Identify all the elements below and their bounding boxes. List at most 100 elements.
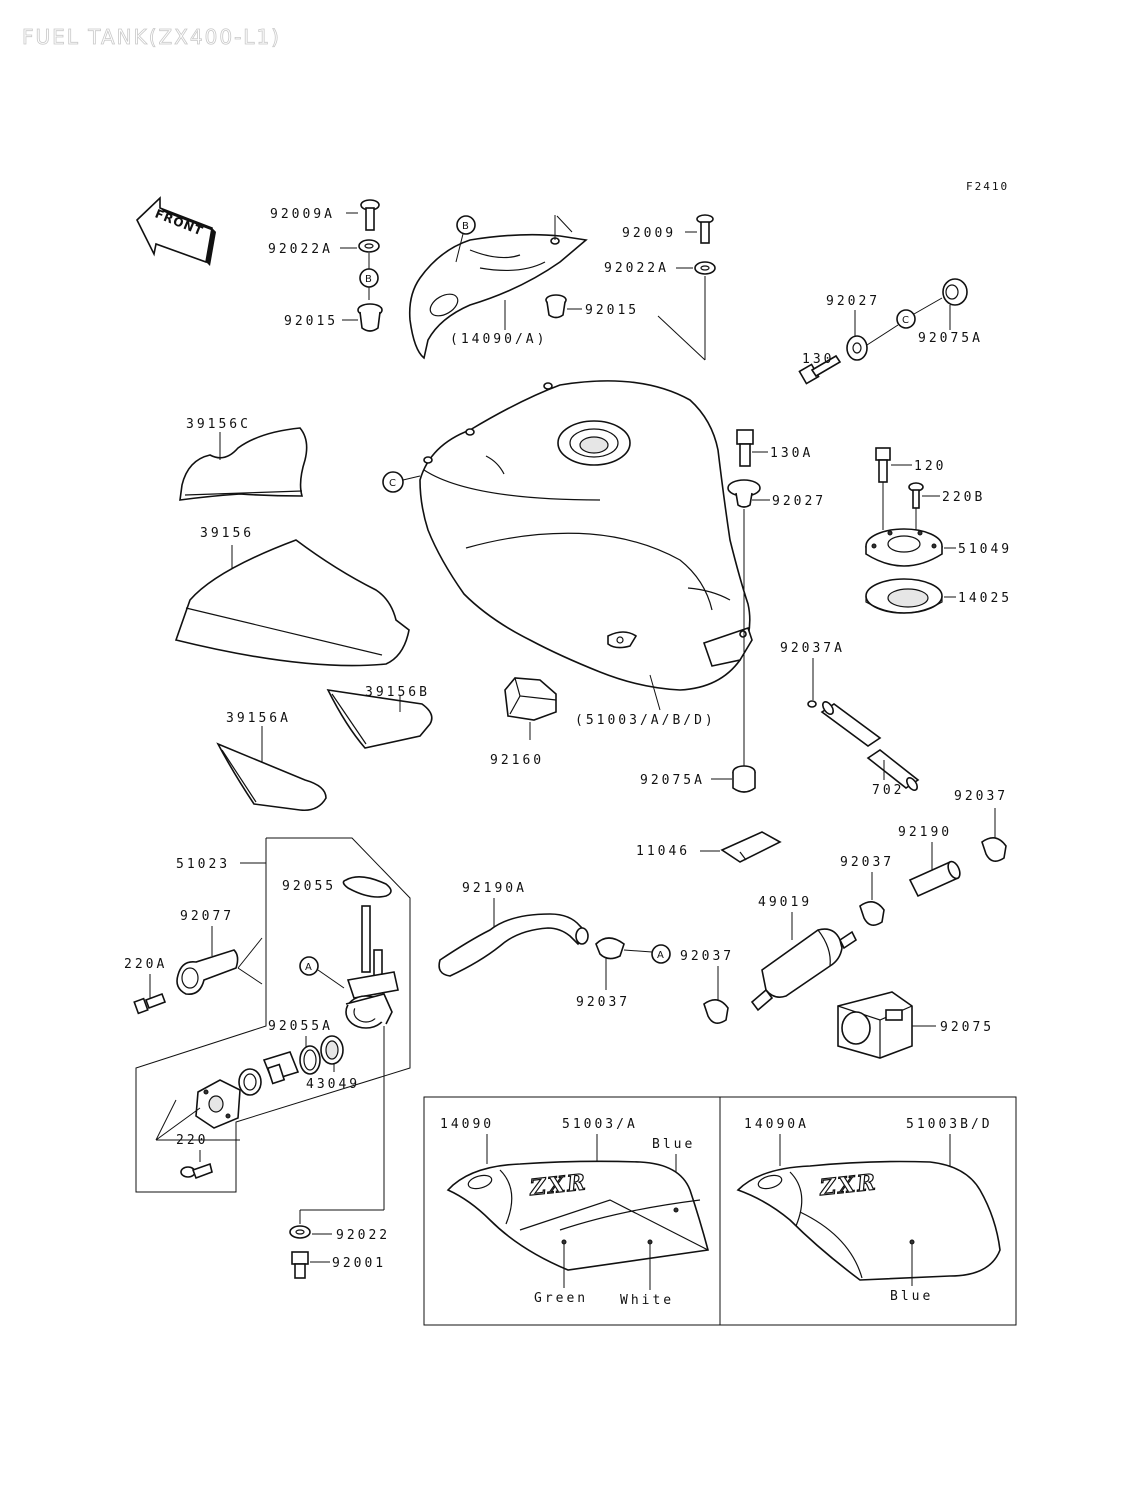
washer-92022 [289, 1225, 311, 1239]
label-92037-mid: 92037 [840, 855, 894, 870]
washer-92022A-left [358, 239, 380, 253]
label-92075A-mid: 92075A [640, 773, 705, 788]
front-arrow-icon: FRONT [136, 196, 216, 266]
ref-circle-b-top [456, 215, 476, 235]
ref-circle-c-top [896, 309, 916, 329]
label-39156C: 39156C [186, 417, 251, 432]
label-14090A-paren: (14090/A) [450, 332, 547, 347]
variant-1-part-a: 14090 [440, 1117, 494, 1132]
label-92037A: 92037A [780, 641, 845, 656]
plunger [238, 1051, 300, 1096]
label-92077: 92077 [180, 909, 234, 924]
label-130: 130 [802, 352, 834, 367]
label-92001: 92001 [332, 1256, 386, 1271]
bolt-130A [736, 429, 754, 467]
variant-1-logo: ZXR [528, 1169, 589, 1201]
oring-92055A [299, 1045, 321, 1075]
label-220A: 220A [124, 957, 167, 972]
svg-text:A: A [305, 962, 312, 973]
label-220: 220 [176, 1133, 208, 1148]
collar-92027-top [846, 335, 868, 361]
variant-1-color-white: White [620, 1293, 674, 1308]
grommet-92015-right [545, 294, 567, 319]
clip-92037-bottom [703, 999, 729, 1024]
svg-text:B: B [462, 221, 469, 232]
clip-92037A [807, 700, 817, 708]
cap-51049 [865, 528, 943, 567]
grommet-92075 [837, 991, 913, 1059]
label-92022A-left: 92022A [268, 242, 333, 257]
bolt-92001 [291, 1251, 309, 1279]
screw-220A [133, 992, 167, 1015]
hose-92190A [438, 913, 589, 977]
collar-92027-mid [727, 479, 761, 508]
figure-code: F2410 [966, 180, 1009, 193]
label-120: 120 [914, 459, 946, 474]
clip-92037-mid [859, 901, 885, 926]
variant-2-color-blue: Blue [890, 1289, 933, 1304]
bolt-92009A [360, 199, 380, 231]
clip-92037-center [595, 937, 625, 960]
variant-2-part-b: 51003B/D [906, 1117, 993, 1132]
variant-1-color-blue: Blue [652, 1137, 695, 1152]
washer-92022A-right [694, 261, 716, 275]
clip-92037-right [981, 837, 1007, 862]
variant-1-part-b: 51003/A [562, 1117, 638, 1132]
label-92075A-top: 92075A [918, 331, 983, 346]
damper-92160 [504, 677, 557, 721]
bolt-120 [875, 447, 891, 483]
label-92009: 92009 [622, 226, 676, 241]
screw-220 [180, 1162, 213, 1180]
label-702: 702 [872, 783, 904, 798]
label-92160: 92160 [490, 753, 544, 768]
fuel-tank [419, 380, 753, 691]
label-39156A: 39156A [226, 711, 291, 726]
bracket-11046 [720, 831, 782, 863]
assembly-outline-51023 [135, 837, 411, 1193]
label-51049: 51049 [958, 542, 1012, 557]
label-51003-paren: (51003/A/B/D) [575, 713, 716, 728]
label-39156: 39156 [200, 526, 254, 541]
packing-43049 [320, 1035, 344, 1065]
label-92027-top: 92027 [826, 294, 880, 309]
svg-text:A: A [657, 950, 664, 961]
hose-92190 [908, 860, 961, 898]
label-11046: 11046 [636, 844, 690, 859]
svg-text:C: C [902, 315, 909, 326]
lever-92077 [176, 937, 263, 996]
screw-220B [908, 482, 924, 509]
grommet-92075A-mid [732, 765, 756, 793]
label-49019: 49019 [758, 895, 812, 910]
ref-circle-a-hose [651, 944, 671, 964]
bolt-130 [798, 354, 842, 385]
oring-92055 [342, 876, 392, 898]
label-92055A: 92055A [268, 1019, 333, 1034]
fuel-filter-49019 [750, 928, 858, 1012]
diagram-title: FUEL TANK(ZX400-L1) [22, 25, 281, 49]
label-130A: 130A [770, 446, 813, 461]
label-92075: 92075 [940, 1020, 994, 1035]
label-92037-bottom: 92037 [680, 949, 734, 964]
pad-39156B [326, 688, 433, 749]
gasket-14025 [865, 578, 943, 614]
pad-39156C [179, 427, 308, 501]
ref-circle-b-left [359, 268, 379, 288]
label-39156B: 39156B [365, 685, 430, 700]
hose-702 [820, 701, 920, 791]
variant-1: 14090 51003/A Blue ZXR Green White [440, 1117, 710, 1308]
label-92027-mid: 92027 [772, 494, 826, 509]
grommet-92075A-top [942, 278, 968, 306]
label-92015-right: 92015 [585, 303, 639, 318]
ref-circle-a-cock [299, 956, 319, 976]
label-92037-center: 92037 [576, 995, 630, 1010]
label-220B: 220B [942, 490, 985, 505]
svg-text:C: C [389, 478, 396, 489]
label-14025: 14025 [958, 591, 1012, 606]
variant-2: 14090A 51003B/D ZXR Blue [736, 1117, 1001, 1304]
label-92190A: 92190A [462, 881, 527, 896]
pad-39156A [216, 742, 327, 812]
label-51023: 51023 [176, 857, 230, 872]
label-92037-right: 92037 [954, 789, 1008, 804]
variant-2-part-a: 14090A [744, 1117, 809, 1132]
plate-cover [195, 1079, 241, 1129]
